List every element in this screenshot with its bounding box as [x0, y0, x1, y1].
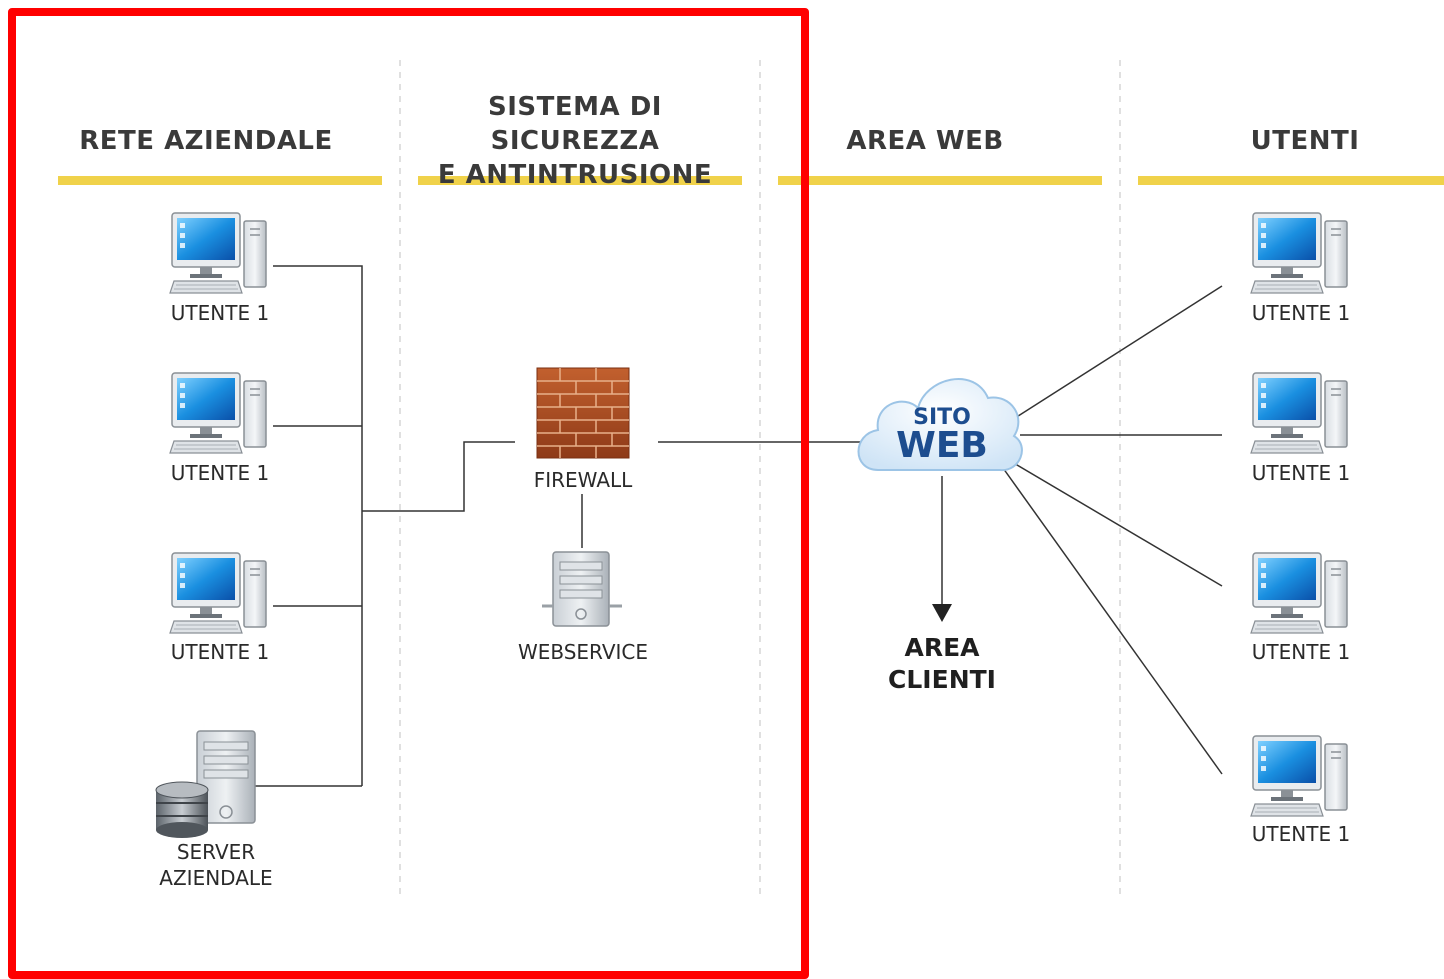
- label-right-user-2: UTENTE 1: [1251, 461, 1351, 485]
- label-line: CLIENTI: [888, 665, 996, 694]
- label-line: AZIENDALE: [159, 866, 273, 890]
- header-bar-rete: [58, 176, 382, 185]
- cloud-label-web: WEB: [896, 425, 988, 466]
- arrow-down-icon: [932, 604, 952, 622]
- label-left-user-1: UTENTE 1: [170, 301, 270, 325]
- label-webservice: WEBSERVICE: [517, 640, 649, 664]
- label-right-user-4: UTENTE 1: [1251, 822, 1351, 846]
- column-title-line: SISTEMA DI SICUREZZA: [488, 92, 662, 156]
- cloud-label-sito: SITO: [913, 405, 971, 430]
- server-database-icon: [155, 730, 256, 838]
- pc-icon: [1250, 212, 1348, 294]
- link-user1-bus: [273, 265, 363, 786]
- link-cloud-right-user4: [1002, 467, 1223, 775]
- webservice-server-icon: [542, 551, 622, 627]
- label-right-user-1: UTENTE 1: [1251, 301, 1351, 325]
- label-right-user-3: UTENTE 1: [1251, 640, 1351, 664]
- label-line: SERVER: [176, 840, 256, 864]
- pc-icon: [1250, 372, 1348, 454]
- header-bars: [58, 176, 1444, 185]
- network-diagram: [58, 60, 1444, 895]
- column-title-sistema-sicurezza: SISTEMA DI SICUREZZA E ANTINTRUSIONE: [400, 90, 750, 192]
- connection-lines: [246, 265, 1223, 787]
- link-bus-firewall: [362, 441, 515, 512]
- header-bar-utenti: [1138, 176, 1444, 185]
- label-line: AREA: [904, 633, 980, 662]
- header-bar-web: [778, 176, 1102, 185]
- link-cloud-right-user3: [1011, 461, 1223, 587]
- column-title-utenti: UTENTI: [1250, 126, 1360, 156]
- column-title-area-web: AREA WEB: [846, 126, 1004, 156]
- highlight-frame: [8, 8, 809, 979]
- label-left-user-2: UTENTE 1: [170, 461, 270, 485]
- header-bar-sicurezza: [418, 176, 742, 185]
- pc-icon: [1250, 552, 1348, 634]
- label-area-clienti: AREA CLIENTI: [862, 632, 1022, 696]
- firewall-icon: [536, 367, 630, 459]
- cloud-icon: [857, 378, 1023, 472]
- column-title-line: E ANTINTRUSIONE: [437, 160, 713, 190]
- label-server-aziendale: SERVER AZIENDALE: [136, 839, 296, 891]
- pc-icon: [1250, 735, 1348, 817]
- column-title-rete-aziendale: RETE AZIENDALE: [79, 126, 333, 156]
- link-cloud-right-user1: [1014, 285, 1223, 419]
- label-left-user-3: UTENTE 1: [170, 640, 270, 664]
- label-firewall: FIREWALL: [533, 468, 633, 492]
